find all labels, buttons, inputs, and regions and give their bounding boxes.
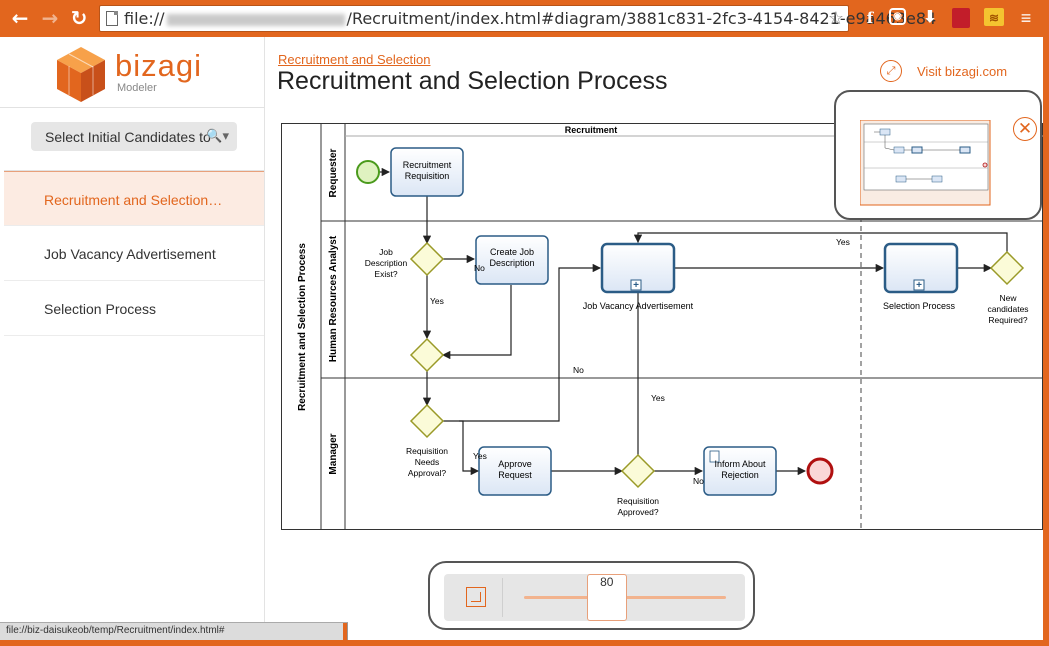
flow-label-no: No [573, 365, 584, 375]
phase-label: Recruitment [565, 125, 618, 135]
pdf-icon[interactable] [952, 8, 970, 28]
flow-label-yes: Yes [651, 393, 665, 403]
pool-label: Recruitment and Selection Process [297, 243, 308, 411]
task-label: Job Vacancy Advertisement [583, 301, 694, 311]
process-search-value: Select Initial Candidates to Eval [45, 129, 211, 145]
minimap[interactable] [834, 90, 1042, 220]
browser-toolbar: ← → ↻ file:///Recruitment/index.html#dia… [0, 0, 1049, 37]
flow-label-yes: Yes [430, 296, 444, 306]
list-item[interactable]: Recruitment and Selection Process [4, 171, 264, 226]
menu-icon[interactable]: ≡ [1020, 8, 1032, 28]
lane-label-manager: Manager [328, 433, 339, 474]
zoom-control: 80 [428, 561, 755, 630]
search-icon[interactable]: 🔍▾ [206, 128, 229, 143]
page-title: Recruitment and Selection Process [277, 67, 668, 95]
gateway-requisition-needs-approval[interactable] [409, 403, 445, 439]
gateway-job-description-exist[interactable] [409, 241, 445, 277]
lane-label-hr-analyst: Human Resources Analyst [328, 235, 339, 362]
left-panel: bizagi Modeler Select Initial Candidates… [0, 37, 265, 640]
minimap-preview[interactable] [860, 120, 1010, 207]
camera-icon[interactable]: ◉ [889, 8, 906, 25]
forward-icon[interactable]: → [41, 6, 59, 30]
fit-screen-icon [466, 587, 486, 607]
reload-icon[interactable]: ↻ [70, 6, 88, 30]
window-border [1043, 37, 1049, 646]
header: Recruitment and Selection Recruitment an… [277, 52, 667, 95]
status-bar: file://biz-daisukeob/temp/Recruitment/in… [0, 622, 348, 640]
process-search-select[interactable]: Select Initial Candidates to Eval 🔍▾ [31, 122, 237, 151]
gateway-new-candidates-required[interactable] [989, 250, 1025, 286]
bizagi-cube-icon [57, 47, 105, 102]
flow-label-no: No [474, 263, 485, 273]
lane-label-requester: Requester [328, 148, 339, 197]
visit-link[interactable]: Visit bizagi.com [917, 64, 1008, 79]
url-text[interactable]: file:///Recruitment/index.html#diagram/3… [124, 9, 937, 28]
subprocess-selection-process[interactable]: + Selection Process [883, 242, 959, 311]
list-item[interactable]: Job Vacancy Advertisement [4, 226, 264, 281]
logo-subtitle: Modeler [117, 82, 157, 94]
zoom-panel: 80 [444, 574, 745, 621]
logo-text: bizagi [115, 48, 202, 83]
flow-label-no: No [693, 476, 704, 486]
breadcrumb-link[interactable]: Recruitment and Selection [278, 52, 431, 67]
url-bar[interactable]: file:///Recruitment/index.html#diagram/3… [99, 5, 936, 32]
fit-to-screen-button[interactable] [448, 578, 503, 617]
end-event[interactable] [806, 457, 834, 485]
logo: bizagi Modeler [0, 37, 265, 108]
rss-icon[interactable]: ≋ [984, 8, 1004, 26]
flow-label-yes: Yes [473, 451, 487, 461]
start-event[interactable] [356, 160, 380, 184]
gateway-requisition-approved[interactable] [620, 453, 656, 489]
task-label: Selection Process [883, 301, 956, 311]
svg-text:+: + [633, 280, 639, 291]
subprocess-job-vacancy-advertisement[interactable]: + Job Vacancy Advertisement [583, 242, 694, 311]
flow-label-yes: Yes [836, 237, 850, 247]
window-border [0, 640, 1049, 646]
process-list: Recruitment and Selection Process Job Va… [4, 170, 264, 336]
zoom-slider-thumb[interactable]: 80 [586, 574, 627, 621]
download-icon[interactable]: ⬇ [923, 9, 937, 26]
facebook-icon[interactable]: f [866, 9, 874, 27]
page-icon [106, 11, 118, 26]
back-icon[interactable]: ← [11, 6, 29, 30]
gateway-merge[interactable] [409, 337, 445, 373]
expand-icon[interactable]: ⤢ [880, 60, 902, 82]
close-icon[interactable]: ✕ [1013, 117, 1037, 141]
bookmark-star-icon[interactable]: ☆ [827, 8, 844, 28]
svg-text:+: + [916, 280, 922, 291]
list-item[interactable]: Selection Process [4, 281, 264, 336]
